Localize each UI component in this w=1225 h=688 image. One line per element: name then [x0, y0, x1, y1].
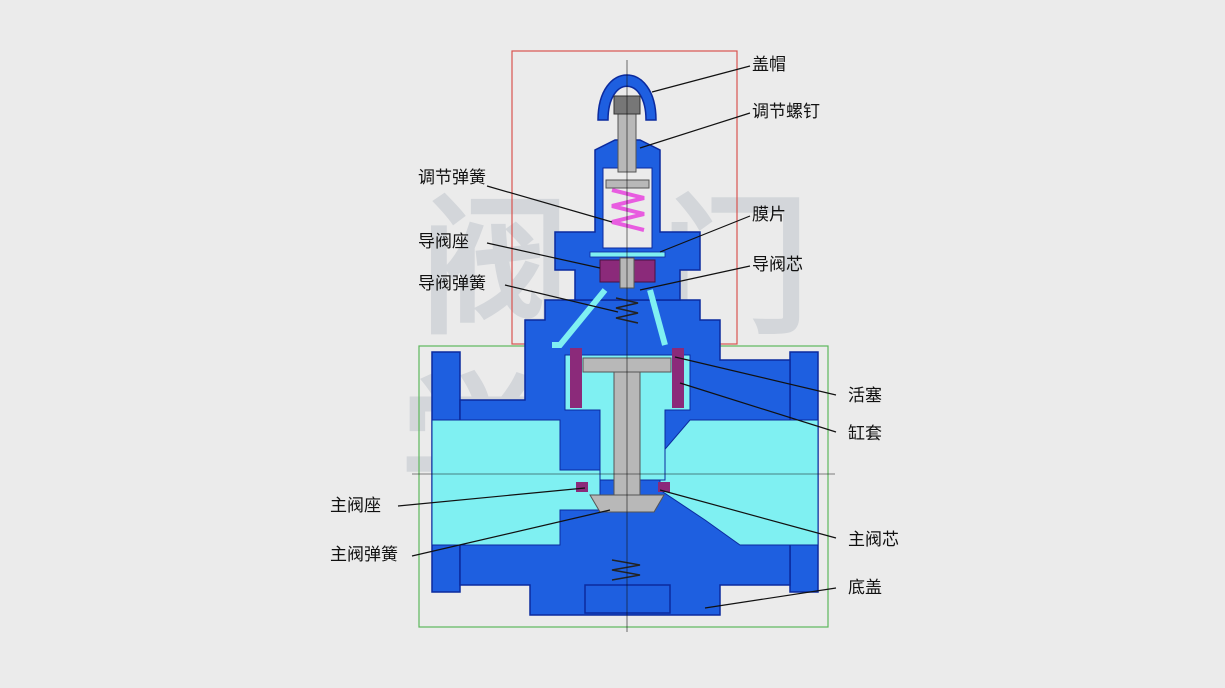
outlet-channel: [659, 419, 819, 546]
diaphragm: [589, 251, 666, 258]
main-seat-right: [658, 482, 670, 492]
label-piston: 活塞: [848, 386, 882, 406]
label-adjust-screw: 调节螺钉: [752, 102, 820, 122]
bottom-cover: [584, 584, 671, 614]
cylinder-sleeve-right: [672, 348, 684, 408]
label-pilot-seat: 导阀座: [418, 232, 469, 252]
label-main-spring: 主阀弹簧: [330, 545, 398, 565]
label-main-core: 主阀芯: [848, 530, 899, 550]
label-cylinder-sleeve: 缸套: [848, 424, 882, 444]
pilot-channel-right: [647, 289, 668, 346]
label-pilot-spring: 导阀弹簧: [418, 274, 486, 294]
spring-plate: [605, 179, 650, 189]
main-seat-left: [576, 482, 588, 492]
cylinder-sleeve-left: [570, 348, 582, 408]
pilot-channel-left: [552, 288, 608, 348]
main-spring: [611, 559, 641, 581]
label-main-seat: 主阀座: [330, 496, 381, 516]
cap: [597, 74, 657, 121]
label-adjust-spring: 调节弹簧: [418, 168, 486, 188]
leader-lines: [397, 65, 837, 609]
label-diaphragm: 膜片: [752, 205, 786, 225]
label-pilot-core: 导阀芯: [752, 255, 803, 275]
adjust-spring: [611, 188, 645, 232]
label-cap: 盖帽: [752, 55, 786, 75]
label-bottom-cover: 底盖: [848, 578, 882, 598]
